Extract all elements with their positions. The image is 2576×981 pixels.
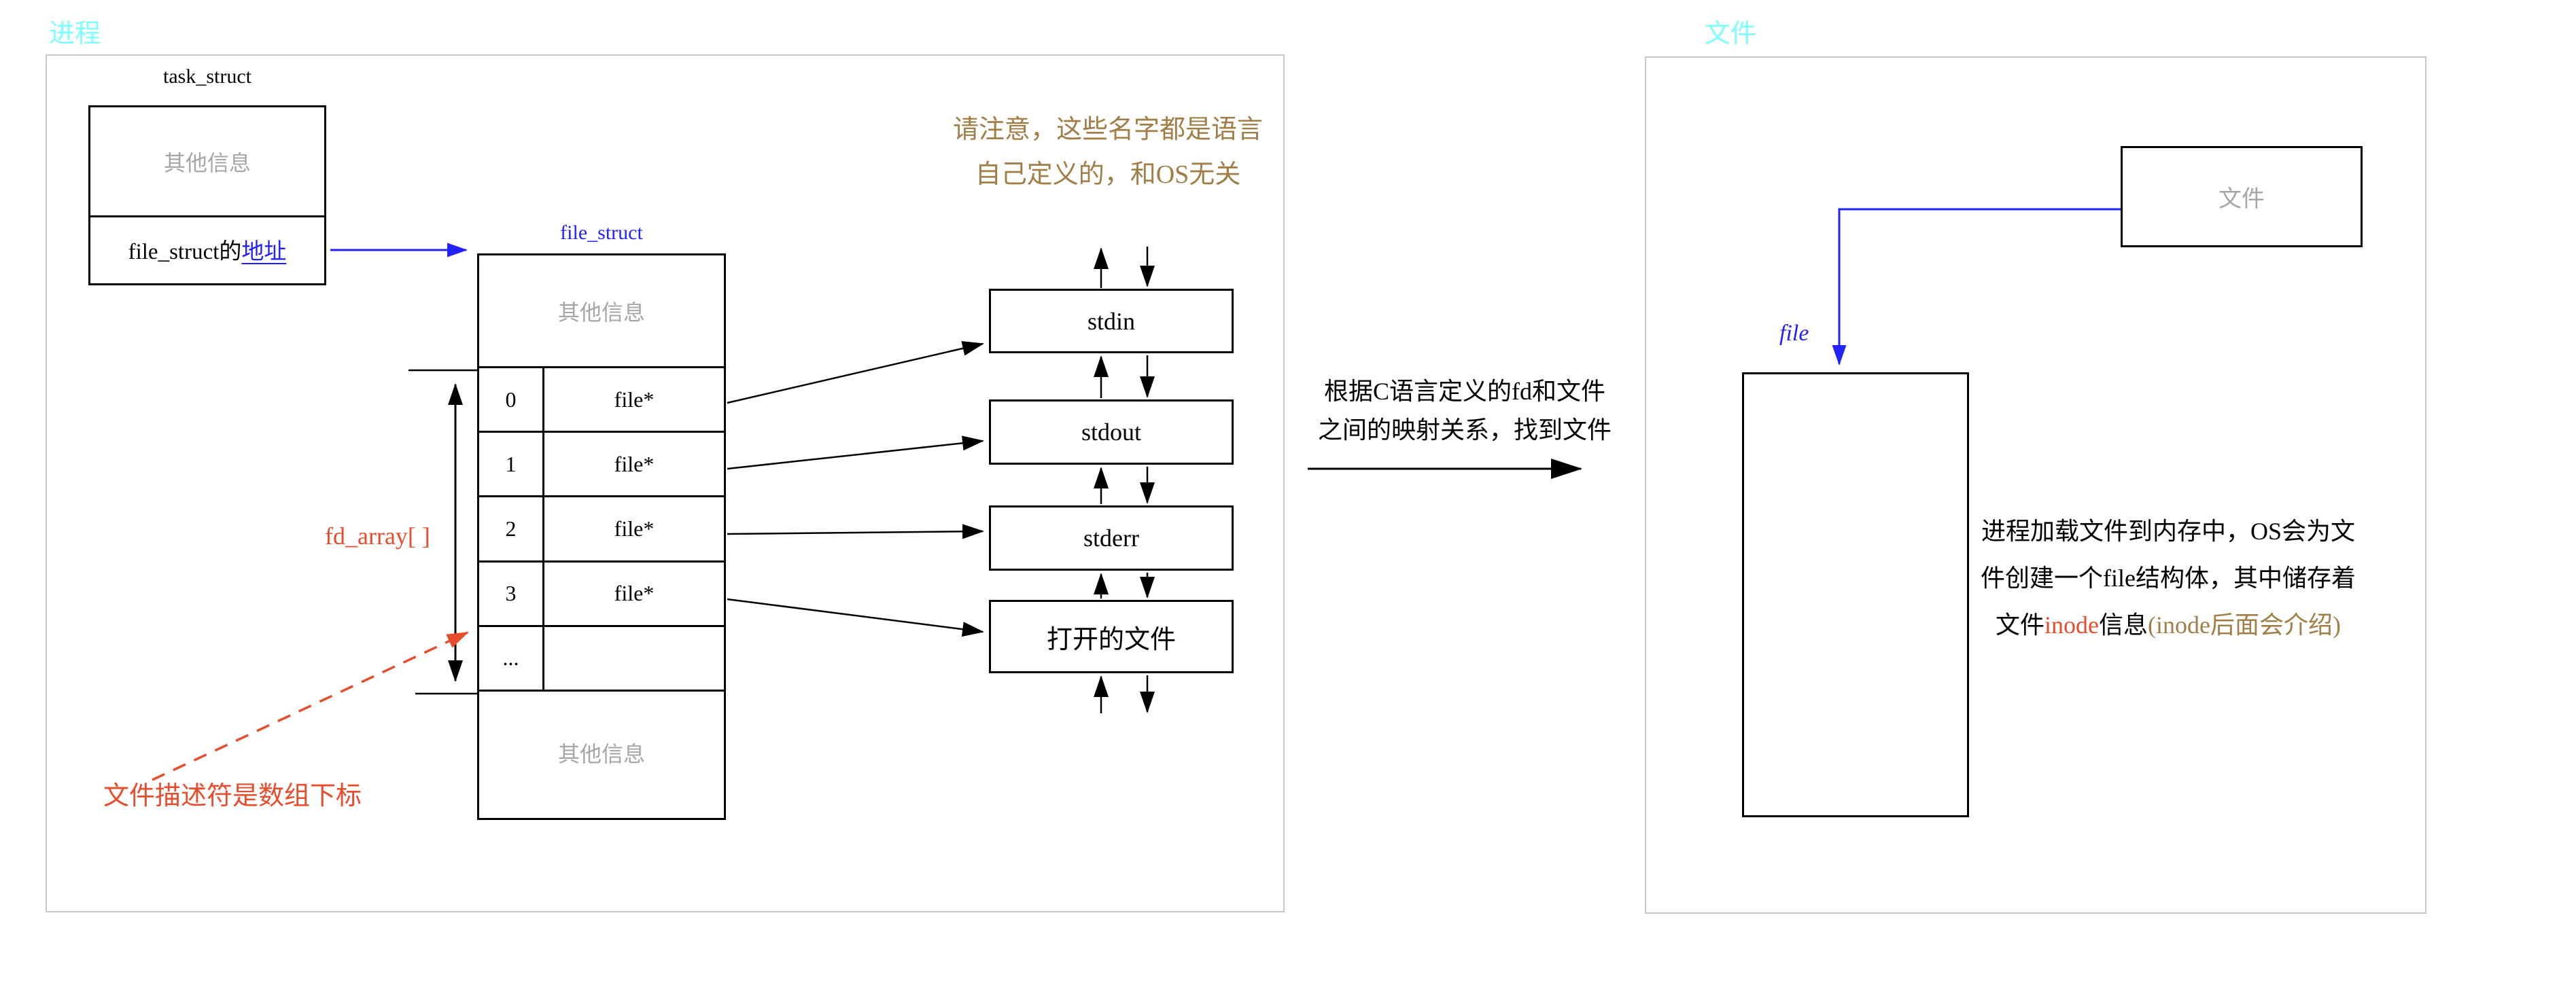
fd-index: ... — [479, 626, 544, 690]
fd-value: file* — [614, 387, 655, 412]
inode-note-line1: 进程加载文件到内存中，OS会为文 — [1981, 518, 2356, 545]
language-note-line1: 请注意，这些名字都是语言 — [952, 115, 1263, 144]
inode-note-seg1: inode — [2044, 611, 2099, 639]
language-note-line2: 自己定义的，和OS无关 — [975, 160, 1241, 189]
inode-note-line3: 文件inode信息(inode后面会介绍) — [1971, 602, 2365, 649]
file-source-to-file-arrow — [1832, 208, 2121, 365]
openfile-below-io-arrows — [1094, 675, 1155, 713]
file-pointer-label: file — [1779, 321, 1809, 346]
task-struct-other-info-cell: 其他信息 — [90, 107, 324, 217]
stdin-stdout-io-arrows — [1094, 355, 1155, 398]
process-section-label: 进程 — [49, 20, 101, 48]
fd-row-3: 3 file* — [479, 562, 724, 627]
file-struct-box: 其他信息 0 file* 1 file* 2 file* 3 file* ... — [477, 253, 726, 820]
file-section-label: 文件 — [1705, 20, 1757, 48]
fd-row-ellipsis: ... — [479, 626, 724, 692]
stderr-box: stderr — [989, 505, 1234, 571]
mapping-caption-line1: 根据C语言定义的fd和文件 — [1323, 378, 1605, 405]
file-source-box: 文件 — [2121, 146, 2363, 247]
address-link[interactable]: 地址 — [241, 240, 287, 264]
mapping-caption-line2: 之间的映射关系，找到文件 — [1317, 416, 1612, 444]
mapping-caption: 根据C语言定义的fd和文件 之间的映射关系，找到文件 — [1305, 372, 1624, 450]
fd-row-1: 1 file* — [479, 433, 724, 498]
language-note: 请注意，这些名字都是语言 自己定义的，和OS无关 — [938, 107, 1278, 197]
address-cell-prefix: file_struct的 — [128, 240, 242, 264]
opened-file-box: 打开的文件 — [989, 600, 1234, 673]
inode-note-seg2: 信息 — [2099, 611, 2148, 639]
fd-array-label: fd_array[ ] — [325, 522, 430, 550]
fd-index: 3 — [479, 562, 544, 625]
fd-subscript-note: 文件描述符是数组下标 — [103, 782, 362, 810]
task-struct-address-cell: file_struct的地址 — [90, 217, 324, 281]
inode-note-seg0: 文件 — [1996, 611, 2045, 639]
fd-row-2: 2 file* — [479, 497, 724, 563]
fd-index: 2 — [479, 497, 544, 560]
stderr-openfile-io-arrows — [1094, 573, 1155, 599]
fd-row-0: 0 file* — [479, 368, 724, 433]
fd0-to-stdin-arrow — [727, 341, 984, 404]
inode-note-seg3: (inode后面会介绍) — [2148, 611, 2341, 639]
inode-note: 进程加载文件到内存中，OS会为文 件创建一个file结构体，其中储存着 文件in… — [1971, 508, 2365, 649]
fd-array-rows: 0 file* 1 file* 2 file* 3 file* ... — [479, 368, 724, 692]
task-struct-box: 其他信息 file_struct的地址 — [88, 105, 326, 285]
fd1-to-stdout-arrow — [727, 435, 984, 470]
inode-note-line2: 件创建一个file结构体，其中储存着 — [1981, 565, 2356, 592]
fd-index: 0 — [479, 368, 544, 431]
fd-value — [544, 627, 724, 690]
file-struct-other-info-bottom-cell: 其他信息 — [557, 742, 645, 766]
fd3-to-openfile-arrow — [727, 598, 984, 637]
file-structure-box — [1742, 372, 1969, 817]
file-struct-other-info-top-cell: 其他信息 — [479, 255, 724, 368]
fd-index: 1 — [479, 433, 544, 496]
fd2-to-stderr-arrow — [727, 524, 984, 539]
fd-value: file* — [614, 451, 655, 476]
fd-note-dashed-arrow — [152, 631, 469, 781]
fd-value: file* — [614, 581, 655, 606]
stdout-box: stdout — [989, 399, 1234, 465]
fd-value: file* — [614, 516, 655, 541]
stdin-box: stdin — [989, 289, 1234, 353]
file-struct-title: file_struct — [560, 221, 643, 244]
stdin-above-io-arrows — [1094, 247, 1155, 288]
stdout-stderr-io-arrows — [1094, 467, 1155, 504]
task-struct-title: task_struct — [163, 65, 251, 88]
